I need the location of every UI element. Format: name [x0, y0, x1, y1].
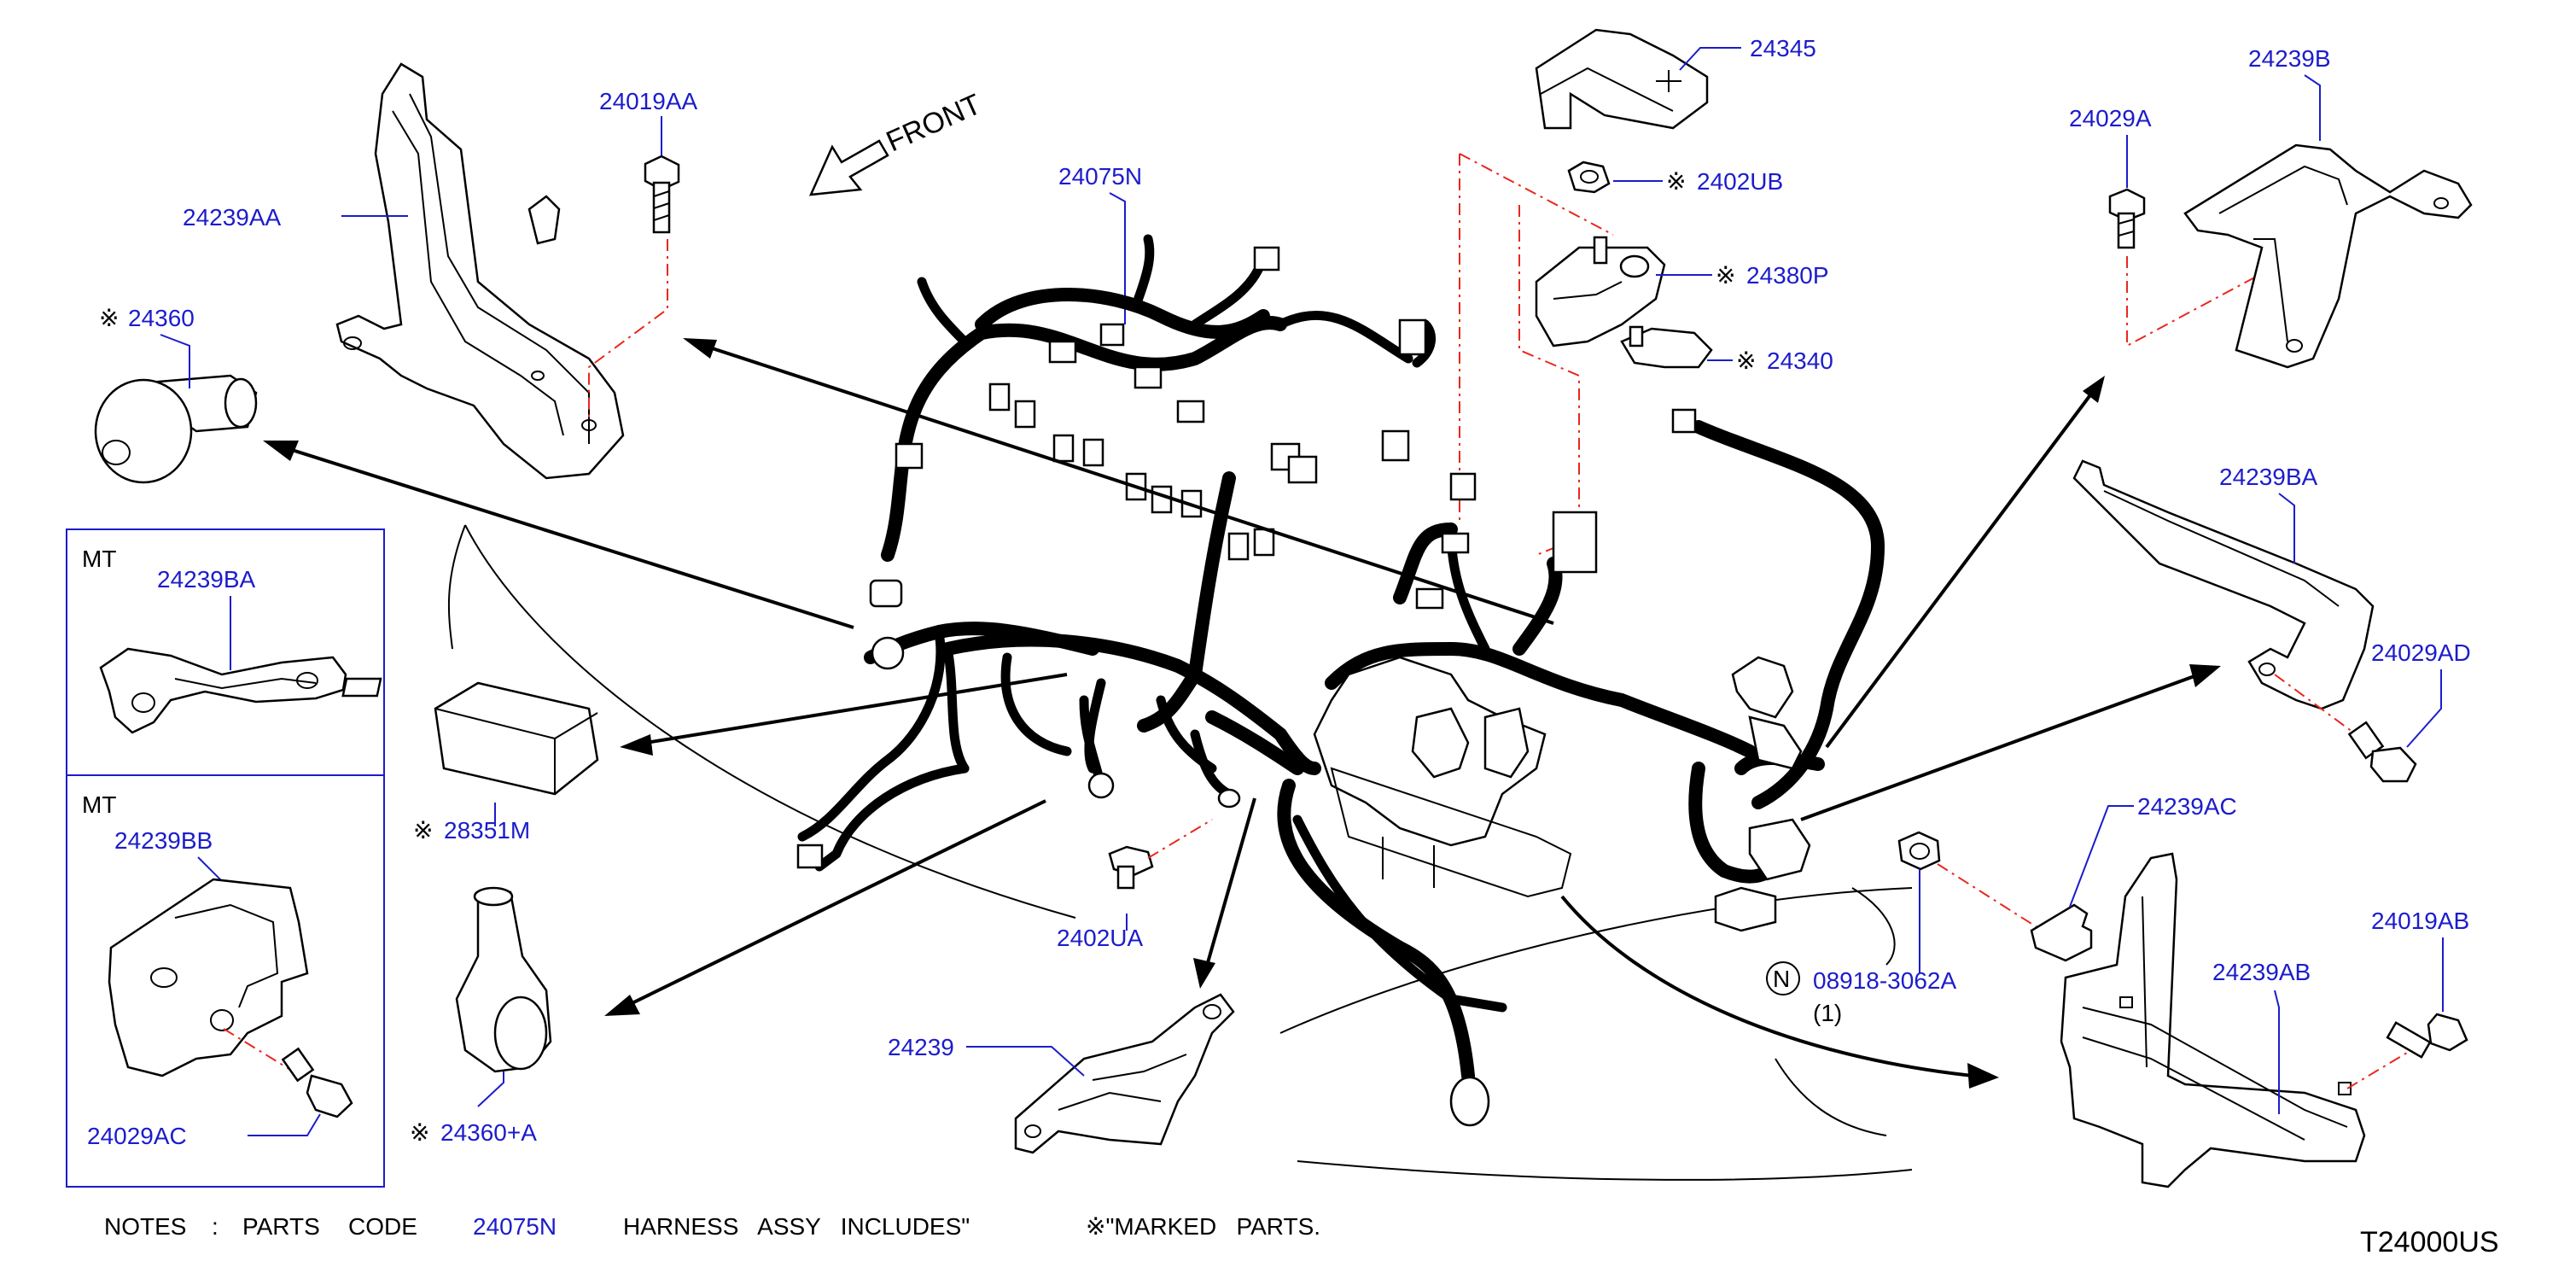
front-direction-indicator: FRONT — [808, 88, 986, 196]
marker-2402UB: ※ — [1666, 168, 1686, 195]
marker-24380P: ※ — [1716, 262, 1735, 289]
part-label-24239B: 24239B — [2248, 45, 2331, 72]
terminal-24380P — [1535, 236, 1666, 347]
marker-24360A: ※ — [410, 1119, 429, 1146]
bolt-24019AB — [2386, 1013, 2468, 1059]
notes-marked: ※"MARKED PARTS. — [1086, 1213, 1320, 1240]
body-outline — [447, 524, 1913, 1181]
bracket-24239AB — [2060, 852, 2366, 1188]
part-label-24360A: 24360+A — [440, 1119, 537, 1146]
marker-28351M: ※ — [413, 817, 433, 844]
front-label: FRONT — [882, 88, 986, 158]
marker-24360: ※ — [99, 305, 119, 331]
nut-08918-3062A — [1897, 831, 1941, 871]
parts-prefix-N: N — [1773, 966, 1790, 992]
part-label-24360: 24360 — [128, 305, 195, 331]
notes-code-value: 24075N — [473, 1213, 557, 1240]
part-label-24029A: 24029A — [2069, 105, 2152, 131]
grommet-24360 — [94, 374, 258, 484]
notes-label: NOTES — [104, 1213, 186, 1240]
part-label-08918-3062A: 08918-3062A — [1813, 967, 1956, 994]
marker-24340: ※ — [1736, 347, 1756, 374]
bracket-24239AC — [2030, 903, 2093, 962]
part-label-24029AC: 24029AC — [87, 1123, 187, 1149]
mt-inset-box: MT 24239BA MT 24239BB 24029AC — [66, 528, 385, 1188]
bolt-24019AA — [644, 155, 680, 234]
part-label-24019AA: 24019AA — [599, 88, 698, 114]
part-label-2402UB: 2402UB — [1697, 168, 1783, 195]
part-label-24019AB: 24019AB — [2371, 908, 2469, 934]
notes-parts: PARTS — [242, 1213, 320, 1240]
part-label-24239BB: 24239BB — [114, 827, 213, 854]
part-label-28351M: 28351M — [444, 817, 530, 844]
mt-label-bottom: MT — [82, 791, 116, 818]
mt-label-top: MT — [82, 546, 116, 572]
part-label-24345: 24345 — [1750, 35, 1816, 61]
part-label-24239AA: 24239AA — [183, 204, 282, 231]
part-label-24239BA-mt: 24239BA — [157, 566, 256, 593]
bracket-24239 — [1014, 993, 1235, 1154]
part-label-24340: 24340 — [1767, 347, 1833, 374]
bolt-2402UA — [1108, 845, 1154, 890]
part-label-24029AD: 24029AD — [2371, 639, 2471, 666]
bolt-24029AC — [281, 1047, 353, 1118]
part-label-24239AB: 24239AB — [2212, 959, 2311, 985]
notes-colon: : — [212, 1213, 219, 1240]
part-label-24239: 24239 — [888, 1034, 954, 1060]
notes-line: NOTES : PARTS CODE 24075N HARNESS ASSY I… — [104, 1213, 1320, 1240]
callout-arrows — [263, 338, 2221, 1089]
boot-24360A — [455, 886, 552, 1073]
part-label-24239AC: 24239AC — [2137, 793, 2237, 820]
bracket-24239AA — [335, 62, 625, 480]
bolt-24029AD — [2347, 721, 2417, 783]
terminal-cover-24345 — [1535, 28, 1709, 130]
part-label-24239BA: 24239BA — [2219, 464, 2318, 490]
diagram-code: T24000US — [2360, 1226, 2499, 1258]
nut-2402UB — [1567, 161, 1611, 194]
notes-code: CODE — [348, 1213, 417, 1240]
part-label-24075N: 24075N — [1058, 163, 1142, 190]
connector-28351M — [341, 677, 599, 796]
main-wiring-harness-24075N — [796, 234, 1885, 1127]
terminal-24340 — [1620, 325, 1713, 369]
bracket-24239BA — [2072, 459, 2375, 710]
bolt-24029A — [2108, 188, 2146, 249]
part-label-2402UA: 2402UA — [1057, 925, 1144, 951]
part-label-24380P: 24380P — [1746, 262, 1829, 289]
notes-text: HARNESS ASSY INCLUDES" — [623, 1213, 970, 1240]
bracket-24239B — [2183, 143, 2473, 369]
part-qty-08918-3062A: (1) — [1813, 1000, 1842, 1026]
